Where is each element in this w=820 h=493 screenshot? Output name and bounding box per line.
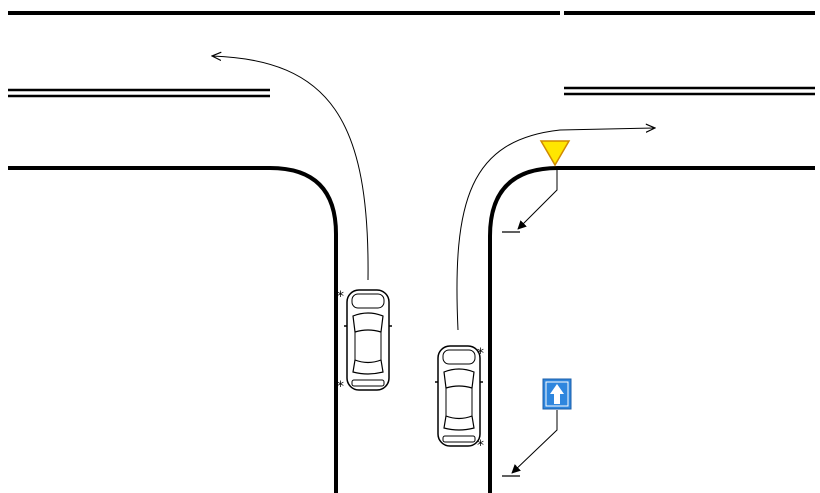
car-left-marker-rear: * [337, 379, 344, 395]
center-double-line-right [564, 86, 815, 96]
right-corner-curb [488, 166, 815, 493]
left-turn-path [212, 56, 369, 281]
car-right-marker-front: * [477, 346, 484, 362]
one-way-sign-pointer [511, 410, 558, 474]
one-way-sign [542, 378, 572, 410]
car-left-marker-front: * [337, 289, 344, 305]
center-double-line-left [8, 88, 270, 98]
yield-sign-pointer [517, 170, 558, 230]
right-turn-path [456, 128, 655, 331]
yield-sign [539, 140, 571, 167]
car-left [344, 289, 392, 391]
left-corner-curb [8, 166, 338, 493]
car-right-marker-rear: * [477, 438, 484, 454]
car-right [435, 345, 483, 447]
